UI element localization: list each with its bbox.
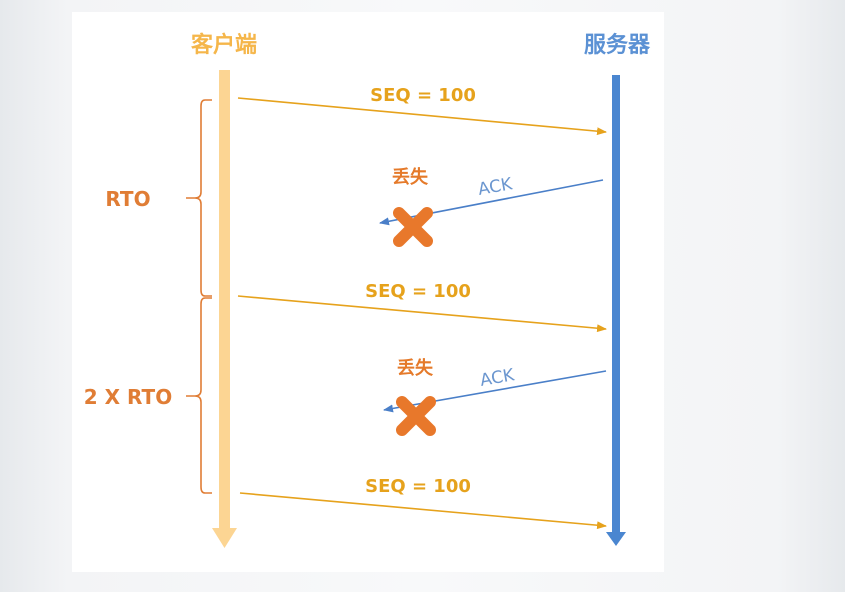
seq-arrow-2 bbox=[237, 295, 607, 333]
rto-label: RTO bbox=[105, 187, 150, 211]
client-label: 客户端 bbox=[191, 32, 257, 58]
2x-rto-label: 2 X RTO bbox=[84, 385, 172, 409]
ack-label-1: ACK bbox=[476, 174, 514, 200]
server-lifeline bbox=[606, 75, 626, 546]
diagram-panel bbox=[72, 12, 664, 572]
seq-arrow-1 bbox=[237, 97, 607, 136]
seq-arrow-3 bbox=[239, 492, 607, 530]
2x-rto-bracket bbox=[186, 297, 212, 494]
rto-bracket bbox=[186, 99, 212, 297]
lost-x-icon bbox=[396, 396, 436, 436]
seq-label-3: SEQ = 100 bbox=[365, 476, 471, 497]
client-lifeline bbox=[212, 70, 237, 548]
server-label: 服务器 bbox=[584, 33, 651, 58]
lost-label-2: 丢失 bbox=[397, 357, 434, 379]
lost-label-1: 丢失 bbox=[392, 166, 429, 188]
lost-x-icon bbox=[393, 207, 433, 247]
seq-label-2: SEQ = 100 bbox=[365, 281, 471, 302]
seq-label-1: SEQ = 100 bbox=[370, 85, 476, 106]
